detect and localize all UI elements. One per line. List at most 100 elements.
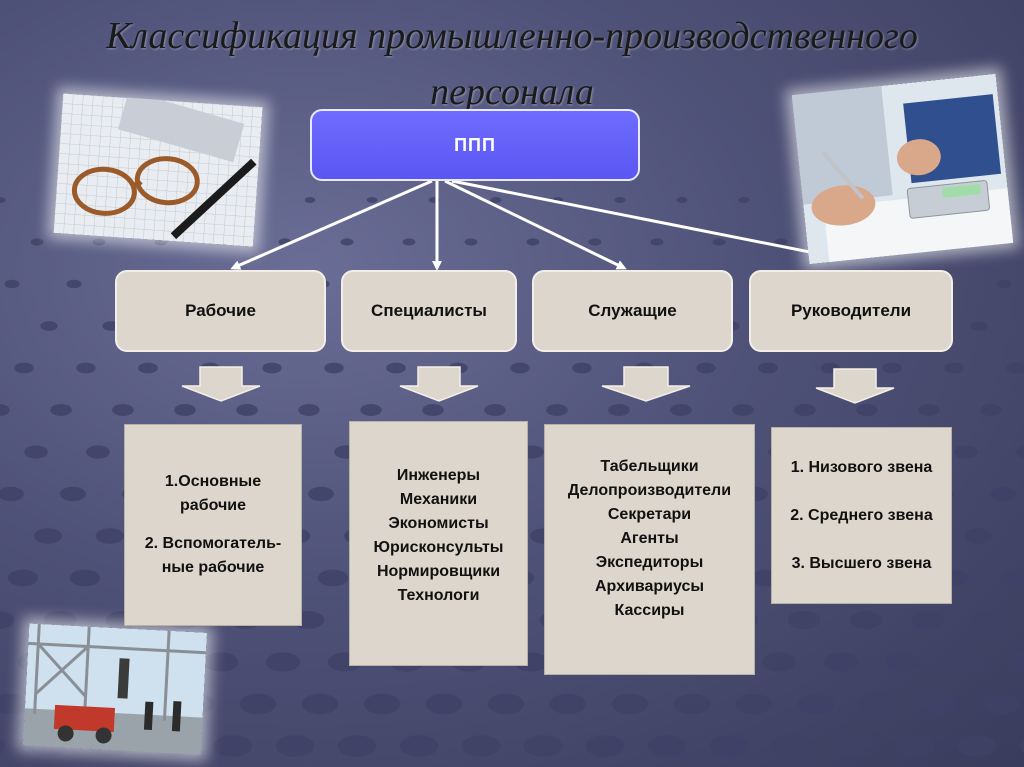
detail-text: Юрисконсульты	[373, 539, 504, 556]
background-dot	[484, 404, 506, 416]
background-dot	[340, 238, 354, 246]
background-dot	[40, 321, 58, 331]
background-dot	[882, 362, 902, 374]
detail-text: Секретари	[607, 506, 692, 523]
background-dot	[614, 197, 626, 203]
background-dot	[1019, 739, 1024, 753]
detail-box-managers: 1. Низового звена 2. Среднего звена 3. В…	[771, 427, 952, 604]
detail-text: Архивариусы	[594, 578, 705, 595]
background-dot	[996, 279, 1012, 289]
connector-workers	[230, 179, 433, 270]
background-dot	[112, 404, 134, 416]
background-dot	[43, 611, 77, 629]
background-dot	[0, 404, 10, 416]
background-dot	[973, 611, 1007, 629]
background-dot	[7, 569, 39, 587]
detail-text: Технологи	[397, 587, 480, 604]
background-dot	[0, 611, 15, 629]
background-dot	[33, 528, 63, 544]
background-dot	[464, 238, 478, 246]
detail-text: Инженеры	[396, 467, 481, 484]
background-dot	[921, 693, 959, 715]
down-arrow-managers	[815, 368, 895, 404]
background-dot	[954, 445, 978, 459]
background-dot	[709, 735, 749, 757]
background-dot	[337, 735, 377, 757]
background-dot	[774, 238, 788, 246]
background-dot	[262, 362, 282, 374]
background-dot	[304, 197, 316, 203]
detail-text: 2. Вспомогатель-	[144, 535, 282, 552]
title-line-1: Классификация промышленно-производственн…	[106, 15, 918, 57]
background-dot	[66, 279, 82, 289]
background-dot	[399, 735, 439, 757]
background-dot	[676, 197, 688, 203]
background-dot	[86, 445, 110, 459]
title-line-2: персонала	[430, 71, 594, 113]
background-dot	[490, 197, 502, 203]
detail-text: ные рабочие	[161, 559, 265, 576]
background-dot	[1006, 362, 1024, 374]
background-dot	[944, 362, 964, 374]
background-dot	[859, 693, 897, 715]
background-dot	[546, 404, 568, 416]
connector-employees	[444, 179, 627, 270]
background-dot	[794, 404, 816, 416]
background-dot	[856, 404, 878, 416]
background-dot	[611, 693, 649, 715]
detail-box-employees: Табельщики Делопроизводители Секретари А…	[544, 424, 755, 675]
background-dot	[24, 445, 48, 459]
detail-text: Нормировщики	[376, 563, 501, 580]
background-dot	[999, 569, 1024, 587]
detail-text: 1.Основные	[164, 473, 262, 490]
background-dot	[92, 238, 106, 246]
background-dot	[265, 652, 301, 672]
background-dot	[673, 693, 711, 715]
background-dot	[647, 735, 687, 757]
detail-text: Экспедиторы	[595, 554, 704, 571]
detail-box-workers: 1.Основные рабочие 2. Вспомогатель- ные …	[124, 424, 302, 626]
background-dot	[823, 652, 859, 672]
background-dot	[461, 735, 501, 757]
background-dot	[308, 486, 334, 502]
background-dot	[213, 735, 253, 757]
background-dot	[386, 362, 406, 374]
category-managers: Руководители	[749, 270, 953, 352]
background-dot	[849, 611, 883, 629]
detail-text: Экономисты	[388, 515, 489, 532]
background-dot	[510, 362, 530, 374]
background-dot	[771, 735, 811, 757]
background-dot	[885, 652, 921, 672]
background-dot	[14, 362, 34, 374]
background-dot	[990, 486, 1016, 502]
background-dot	[425, 693, 463, 715]
background-dot	[4, 279, 20, 289]
connector-managers	[451, 179, 841, 260]
background-dot	[549, 693, 587, 715]
background-dot	[670, 404, 692, 416]
background-dot	[363, 693, 401, 715]
background-dot	[138, 362, 158, 374]
background-dot	[298, 404, 320, 416]
background-dot	[650, 238, 664, 246]
background-dot	[523, 735, 563, 757]
background-dot	[402, 238, 416, 246]
background-dot	[608, 404, 630, 416]
detail-box-specialists: Инженеры Механики Экономисты Юрисконсуль…	[349, 421, 528, 666]
category-workers: Рабочие	[115, 270, 326, 352]
background-dot	[0, 693, 29, 715]
background-dot	[236, 404, 258, 416]
background-dot	[911, 611, 945, 629]
background-dot	[360, 404, 382, 416]
background-dot	[696, 362, 716, 374]
background-dot	[980, 404, 1002, 416]
background-dot	[0, 197, 6, 203]
background-dot	[422, 404, 444, 416]
construction-workers-photo	[22, 623, 208, 755]
background-dot	[758, 362, 778, 374]
background-dot	[963, 528, 993, 544]
background-dot	[918, 404, 940, 416]
background-dot	[833, 735, 873, 757]
detail-text: Агенты	[620, 530, 679, 547]
